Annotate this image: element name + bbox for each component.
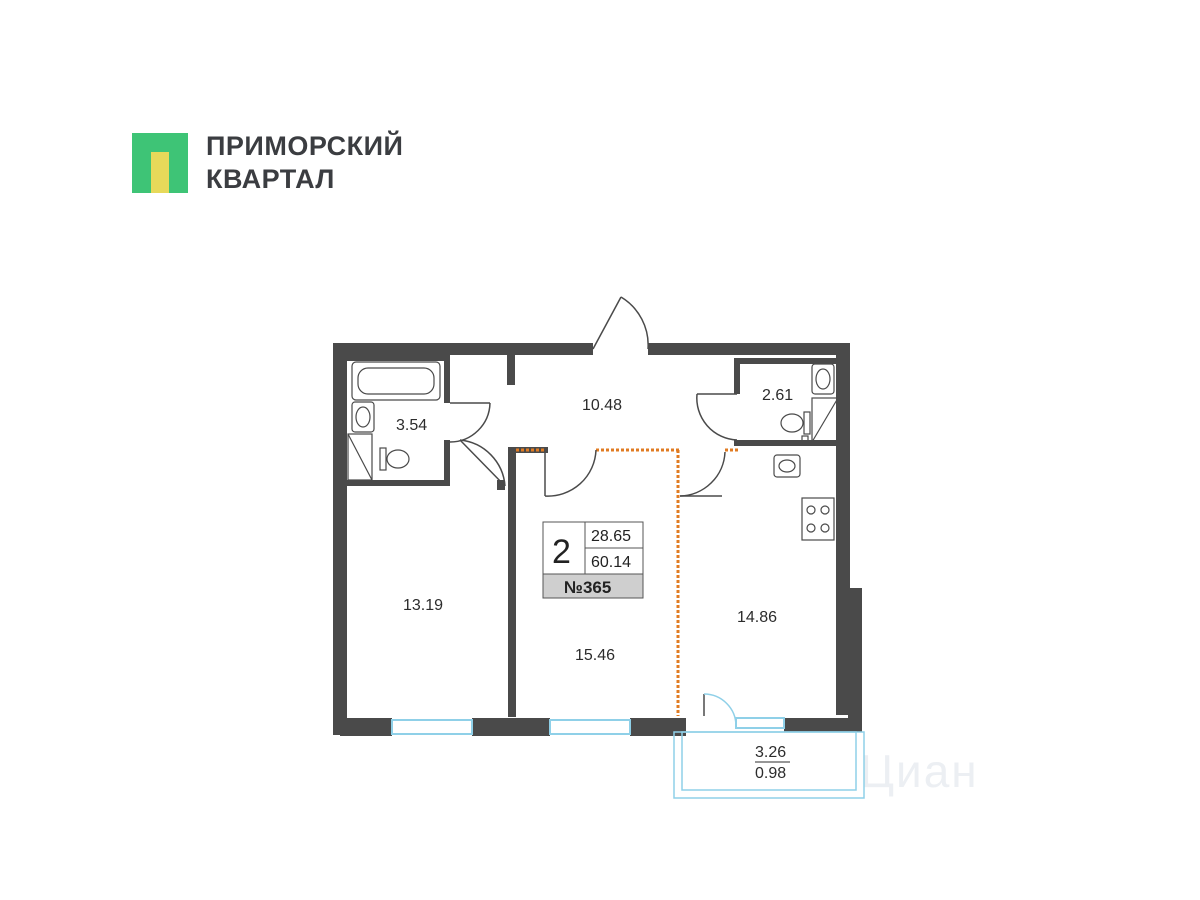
badge-total-area: 60.14 <box>591 554 631 571</box>
room-area-bedroom-center: 15.46 <box>575 647 615 664</box>
badge-apartment-number: №365 <box>564 578 611 597</box>
logo-mark-icon <box>132 133 188 193</box>
balcony-area-bottom: 0.98 <box>755 765 786 782</box>
badge-rooms-count: 2 <box>552 533 571 571</box>
windows <box>391 717 785 735</box>
doors <box>449 296 738 727</box>
brand-name-line1: ПРИМОРСКИЙ <box>206 131 404 161</box>
brand-name-line2: КВАРТАЛ <box>206 164 335 194</box>
toilet-icon <box>379 447 410 471</box>
outer-walls <box>333 343 862 736</box>
balcony-area-top: 3.26 <box>755 744 786 761</box>
brand-logo: ПРИМОРСКИЙ КВАРТАЛ <box>132 130 452 196</box>
sink-icon <box>351 401 375 433</box>
room-area-hallway: 10.48 <box>582 397 622 414</box>
accent-partitions <box>516 448 738 716</box>
toilet-room-toilet-icon <box>780 397 839 443</box>
watermark: Циан <box>860 745 979 797</box>
badge-living-area: 28.65 <box>591 528 631 545</box>
balcony <box>673 731 865 799</box>
brand-name: ПРИМОРСКИЙ КВАРТАЛ <box>206 130 403 196</box>
room-area-bedroom-left: 13.19 <box>403 597 443 614</box>
toilet-room-sink-icon <box>811 363 835 395</box>
bathtub-icon <box>351 361 441 401</box>
room-area-kitchen: 14.86 <box>737 609 777 626</box>
apartment-badge: 2 28.65 60.14 №365 <box>542 521 644 599</box>
kitchen-sink-icon <box>773 454 801 478</box>
room-area-bathroom: 3.54 <box>396 417 427 434</box>
washing-machine-icon <box>347 433 373 481</box>
room-area-toilet: 2.61 <box>762 387 793 404</box>
stove-icon <box>801 497 835 541</box>
